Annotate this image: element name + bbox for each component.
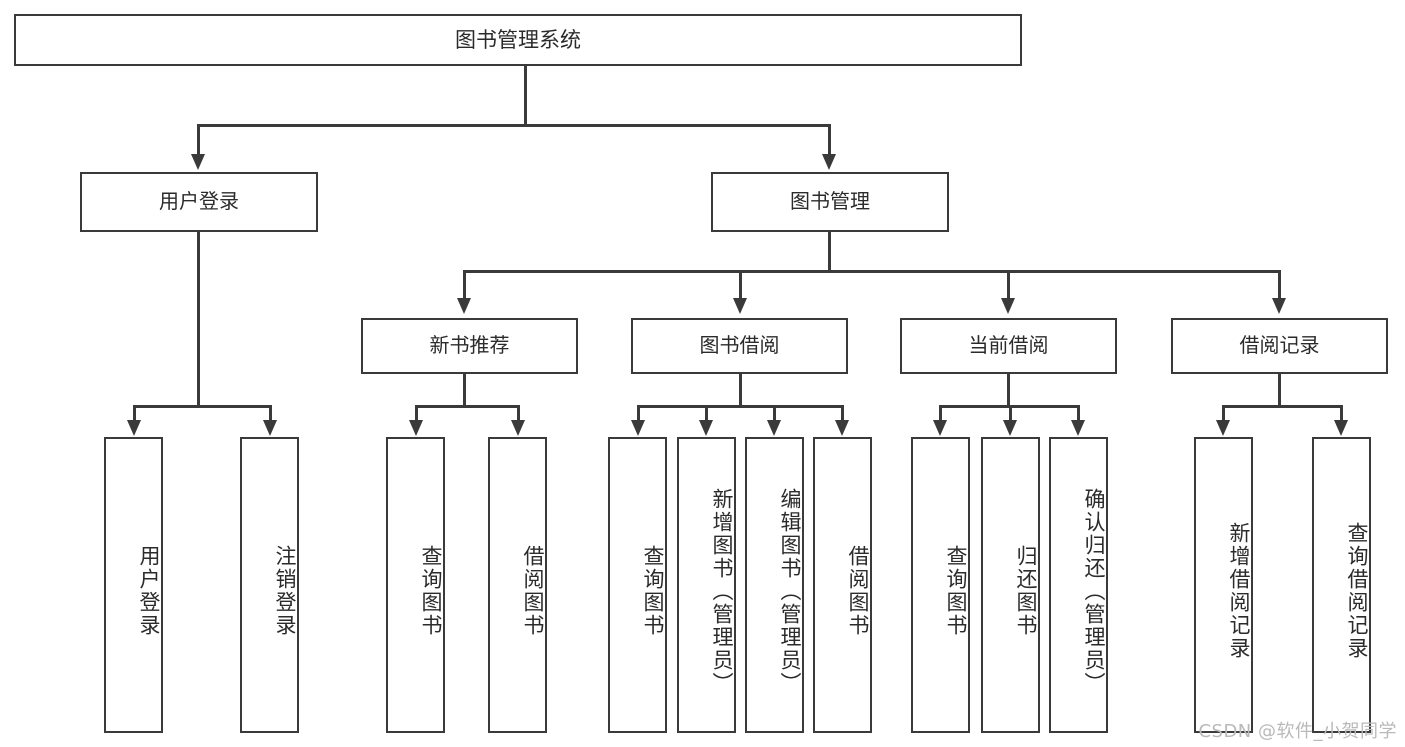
edge-borrow-record-distributor xyxy=(1222,405,1342,408)
edge-drop-leaf-user-login-1 xyxy=(269,405,272,423)
leaf-book-borrow-2[interactable]: 编辑图书（管理员） xyxy=(745,437,804,733)
edge-book-mgmt-stem xyxy=(828,232,831,272)
leaf-book-borrow-1[interactable]: 新增图书（管理员） xyxy=(677,437,736,733)
leaf-user-login-1[interactable]: 注销登录 xyxy=(240,437,299,733)
arrowhead-leaf-current-borrow-1 xyxy=(1003,420,1017,436)
node-label: 借阅图书 xyxy=(521,545,545,637)
node-label: 新增图书（管理员） xyxy=(710,487,734,695)
edge-drop-current-borrow xyxy=(1007,270,1010,300)
node-current-borrow[interactable]: 当前借阅 xyxy=(900,318,1117,374)
node-label: 借阅图书 xyxy=(846,545,870,637)
leaf-book-borrow-3[interactable]: 借阅图书 xyxy=(813,437,872,733)
leaf-current-borrow-2[interactable]: 确认归还（管理员） xyxy=(1049,437,1108,733)
node-label: 编辑图书（管理员） xyxy=(778,487,802,695)
node-label: 图书借阅 xyxy=(699,333,780,358)
node-label: 图书管理系统 xyxy=(455,27,581,52)
edge-drop-user-login xyxy=(197,124,200,156)
node-label: 注销登录 xyxy=(273,545,297,637)
edge-drop-leaf-book-borrow-1 xyxy=(705,405,708,423)
leaf-book-borrow-0[interactable]: 查询图书 xyxy=(608,437,667,733)
node-user-login[interactable]: 用户登录 xyxy=(80,172,318,232)
edge-drop-book-mgmt xyxy=(828,124,831,156)
leaf-new-book-1[interactable]: 借阅图书 xyxy=(488,437,547,733)
edge-root-stem xyxy=(524,66,527,126)
node-label: 图书管理 xyxy=(790,189,870,214)
edge-drop-book-borrow xyxy=(739,270,742,300)
edge-drop-leaf-current-borrow-1 xyxy=(1009,405,1012,423)
arrowhead-leaf-book-borrow-0 xyxy=(631,420,645,436)
edge-drop-new-book xyxy=(463,270,466,300)
node-label: 当前借阅 xyxy=(968,333,1049,358)
edge-book-borrow-distributor xyxy=(637,405,842,408)
arrowhead-leaf-book-borrow-3 xyxy=(835,420,849,436)
edge-borrow-record-stem xyxy=(1278,374,1281,407)
node-label: 查询图书 xyxy=(944,545,968,637)
arrowhead-book-mgmt xyxy=(822,154,836,170)
edge-drop-leaf-user-login-0 xyxy=(133,405,136,423)
edge-current-borrow-stem xyxy=(1007,374,1010,407)
node-label: 用户登录 xyxy=(137,545,161,637)
arrowhead-leaf-user-login-0 xyxy=(127,420,141,436)
edge-level3-distributor xyxy=(463,270,1278,273)
arrowhead-leaf-current-borrow-0 xyxy=(933,420,947,436)
watermark-text: CSDN @软件_小贺同学 xyxy=(1198,721,1397,742)
leaf-user-login-0[interactable]: 用户登录 xyxy=(104,437,163,733)
arrowhead-borrow-record xyxy=(1272,298,1286,314)
arrowhead-leaf-borrow-record-0 xyxy=(1216,420,1230,436)
edge-drop-borrow-record xyxy=(1278,270,1281,300)
edge-drop-leaf-book-borrow-2 xyxy=(773,405,776,423)
arrowhead-leaf-book-borrow-2 xyxy=(767,420,781,436)
leaf-borrow-record-1[interactable]: 查询借阅记录 xyxy=(1312,437,1371,733)
node-label: 查询图书 xyxy=(419,545,443,637)
arrowhead-user-login xyxy=(191,154,205,170)
node-label: 借阅记录 xyxy=(1239,333,1320,358)
arrowhead-current-borrow xyxy=(1001,298,1015,314)
node-root-system[interactable]: 图书管理系统 xyxy=(14,14,1022,66)
edge-new-book-distributor xyxy=(415,405,519,408)
leaf-borrow-record-0[interactable]: 新增借阅记录 xyxy=(1194,437,1253,733)
edge-book-borrow-stem xyxy=(739,374,742,407)
node-label: 查询借阅记录 xyxy=(1345,522,1369,660)
edge-drop-leaf-book-borrow-0 xyxy=(637,405,640,423)
edge-drop-leaf-current-borrow-2 xyxy=(1077,405,1080,423)
node-label: 新增借阅记录 xyxy=(1227,522,1251,660)
node-borrow-record[interactable]: 借阅记录 xyxy=(1171,318,1388,374)
node-label: 用户登录 xyxy=(159,189,239,214)
edge-new-book-stem xyxy=(463,374,466,407)
edge-level2-distributor xyxy=(197,124,830,127)
arrowhead-book-borrow xyxy=(733,298,747,314)
node-label: 新书推荐 xyxy=(429,333,510,358)
leaf-new-book-0[interactable]: 查询图书 xyxy=(386,437,445,733)
arrowhead-leaf-new-book-0 xyxy=(409,420,423,436)
node-label: 确认归还（管理员） xyxy=(1082,487,1106,695)
leaf-current-borrow-0[interactable]: 查询图书 xyxy=(911,437,970,733)
edge-user-login-distributor xyxy=(133,405,271,408)
edge-drop-leaf-book-borrow-3 xyxy=(841,405,844,423)
node-label: 查询图书 xyxy=(641,545,665,637)
leaf-current-borrow-1[interactable]: 归还图书 xyxy=(981,437,1040,733)
edge-user-login-stem xyxy=(197,232,200,407)
edge-drop-leaf-new-book-1 xyxy=(517,405,520,423)
arrowhead-leaf-borrow-record-1 xyxy=(1334,420,1348,436)
node-new-book-recommend[interactable]: 新书推荐 xyxy=(361,318,578,374)
edge-drop-leaf-current-borrow-0 xyxy=(939,405,942,423)
arrowhead-leaf-user-login-1 xyxy=(263,420,277,436)
edge-drop-leaf-borrow-record-1 xyxy=(1340,405,1343,423)
node-label: 归还图书 xyxy=(1014,545,1038,637)
arrowhead-leaf-current-borrow-2 xyxy=(1071,420,1085,436)
arrowhead-leaf-book-borrow-1 xyxy=(699,420,713,436)
arrowhead-leaf-new-book-1 xyxy=(511,420,525,436)
arrowhead-new-book xyxy=(457,298,471,314)
edge-drop-leaf-borrow-record-0 xyxy=(1222,405,1225,423)
edge-drop-leaf-new-book-0 xyxy=(415,405,418,423)
node-book-borrow[interactable]: 图书借阅 xyxy=(631,318,848,374)
node-book-management[interactable]: 图书管理 xyxy=(711,172,949,232)
